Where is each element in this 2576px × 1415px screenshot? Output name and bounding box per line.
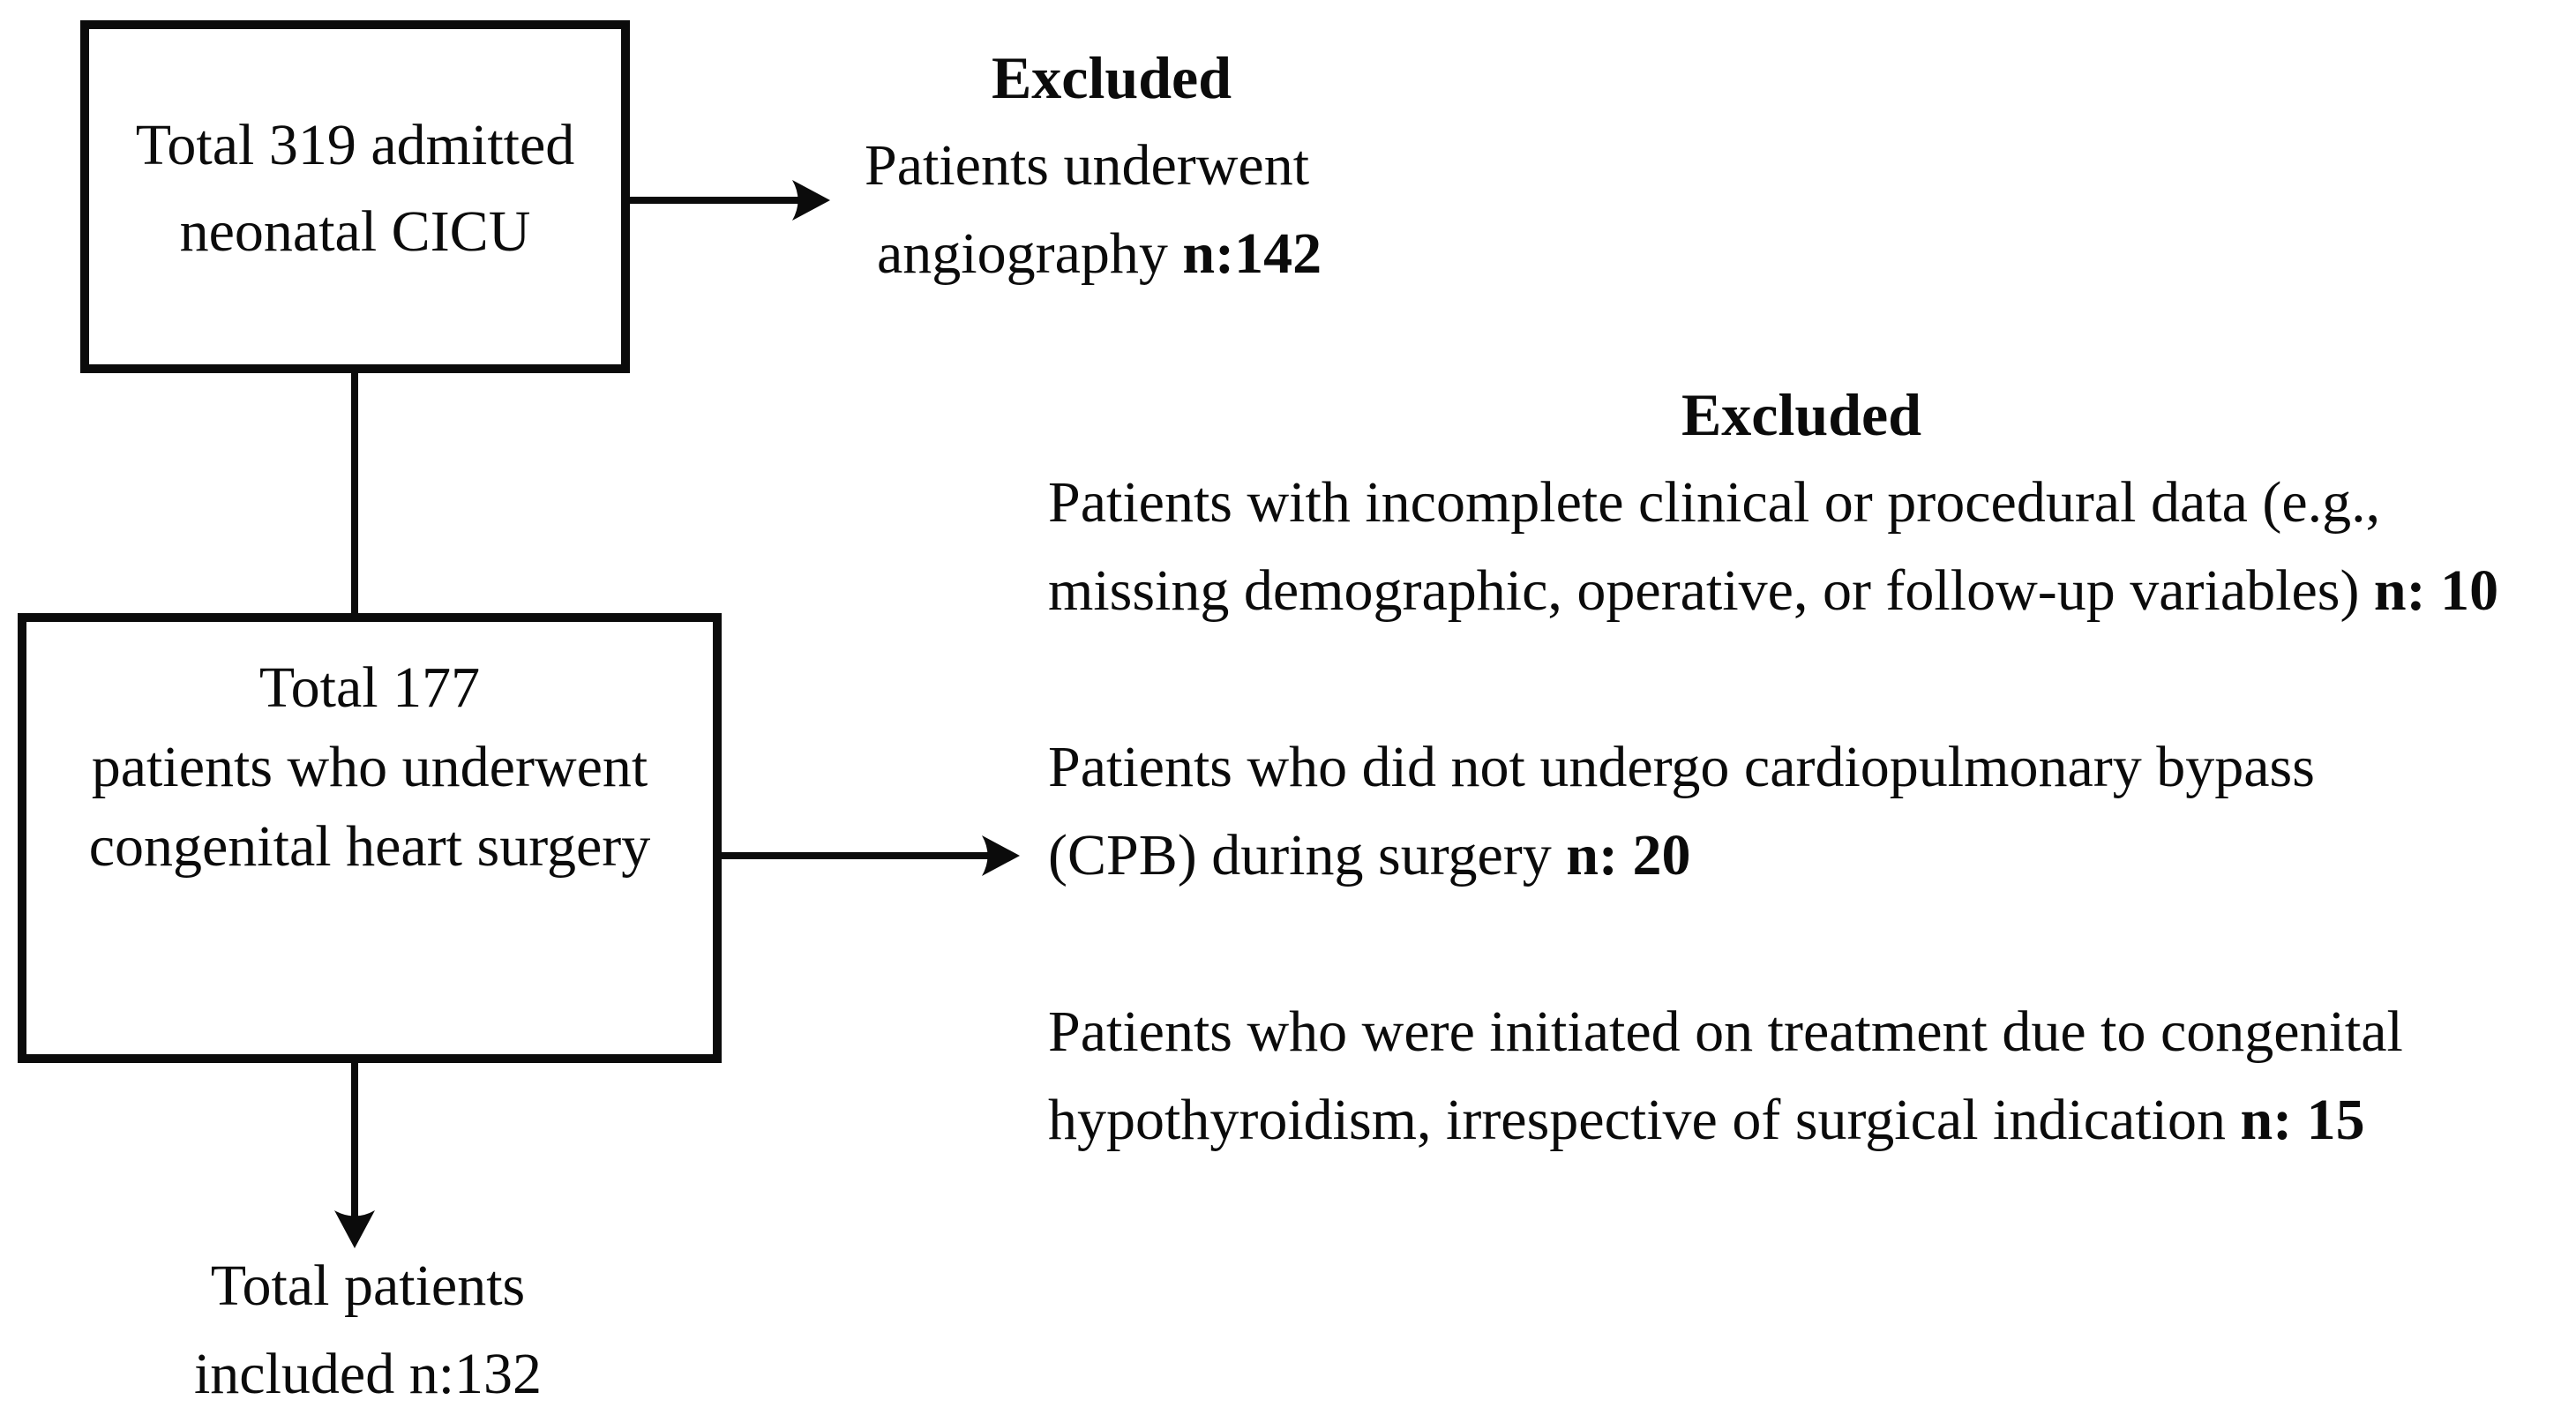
box-surgery-line2: patients who underwent [91, 735, 648, 799]
exclusion-top-title: Excluded [991, 44, 1232, 111]
exclusion-item1-line1: Patients with incomplete clinical or pro… [1048, 470, 2381, 535]
exclusion-top-line2-text: angiography [877, 221, 1183, 286]
included-total-label: Total patients included n:132 [147, 1242, 588, 1415]
arrow-box2-to-excluded-right [722, 835, 1020, 876]
box-admitted-line2: neonatal CICU [179, 199, 531, 264]
exclusion-top-line1: Patients underwent [865, 133, 1310, 198]
exclusion-item2-line1: Patients who did not undergo cardiopulmo… [1048, 735, 2315, 799]
exclusion-item1-count: n: 10 [2373, 558, 2499, 623]
included-line2: included n:132 [193, 1342, 543, 1406]
exclusion-item-hypothyroidism: Patients who were initiated on treatment… [1048, 988, 2555, 1164]
arrowhead-right-icon [792, 180, 830, 221]
exclusion-item2-count: n: 20 [1566, 823, 1691, 887]
exclusion-right-title: Excluded [1681, 381, 1922, 448]
box-admitted-cicu: Total 319 admitted neonatal CICU [80, 20, 630, 373]
exclusion-item1-line2-text: missing demographic, operative, or follo… [1048, 558, 2374, 623]
box-heart-surgery: Total 177 patients who underwent congeni… [18, 613, 722, 1063]
box-surgery-line3: congenital heart surgery [88, 814, 651, 879]
box-surgery-line1: Total 177 [258, 655, 481, 720]
exclusion-note-angiography: Excluded Patients underwent angiography … [865, 34, 1394, 298]
box-admitted-line1: Total 319 admitted [135, 113, 575, 177]
exclusion-top-line2: angiography n:142 [865, 210, 1394, 298]
exclusion-item3-line2-text: hypothyroidism, irrespective of surgical… [1048, 1088, 2241, 1152]
exclusion-block-right: Excluded Patients with incomplete clinic… [1048, 371, 2555, 1164]
included-line1: Total patients [210, 1254, 526, 1318]
exclusion-item-no-cpb: Patients who did not undergo cardiopulmo… [1048, 723, 2555, 900]
exclusion-item3-line2: hypothyroidism, irrespective of surgical… [1048, 1076, 2555, 1164]
arrowhead-right-icon [982, 835, 1020, 876]
exclusion-item2-line2-text: (CPB) during surgery [1048, 823, 1567, 887]
arrow-box2-to-included [334, 1063, 375, 1248]
exclusion-item-incomplete-data: Patients with incomplete clinical or pro… [1048, 459, 2555, 635]
arrow-box1-to-excluded-top [630, 180, 830, 221]
exclusion-item2-line2: (CPB) during surgery n: 20 [1048, 812, 2555, 900]
exclusion-item3-count: n: 15 [2240, 1088, 2365, 1152]
exclusion-item1-line2: missing demographic, operative, or follo… [1048, 547, 2555, 635]
exclusion-item3-line1: Patients who were initiated on treatment… [1048, 999, 2403, 1064]
exclusion-top-count: n:142 [1182, 221, 1322, 286]
